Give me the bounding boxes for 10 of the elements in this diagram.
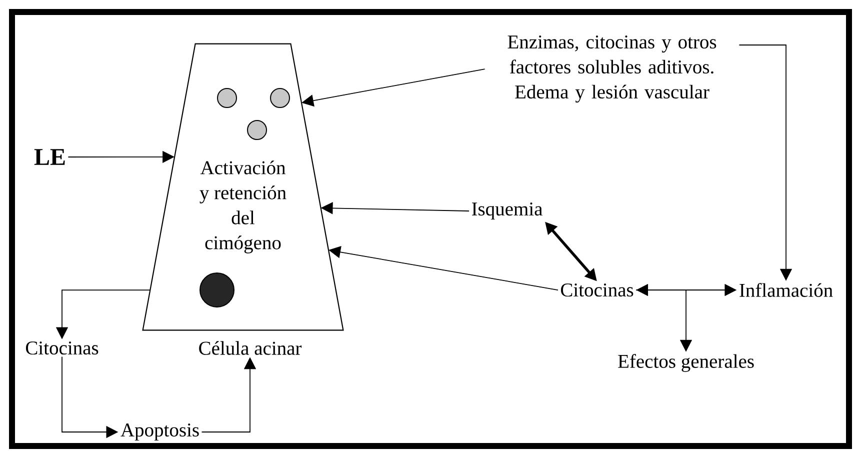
text-label: Citocinas xyxy=(26,341,98,355)
text-label: LE xyxy=(34,149,65,165)
text-label: Isquemia xyxy=(472,202,542,220)
text-label: Enzimas, citocinas y otros factores solubles aditivos. Edema y lesión vascular xyxy=(508,35,716,103)
cell-caption: Célula acinar xyxy=(199,341,302,355)
text-label: Efectos generales xyxy=(618,354,754,372)
text-label: Citocinas xyxy=(560,283,634,297)
cell-drawing: Activación y retención del cimógeno xyxy=(142,43,344,331)
text-label: Apoptosis xyxy=(120,423,199,441)
text-label: Inflamación xyxy=(740,283,833,297)
